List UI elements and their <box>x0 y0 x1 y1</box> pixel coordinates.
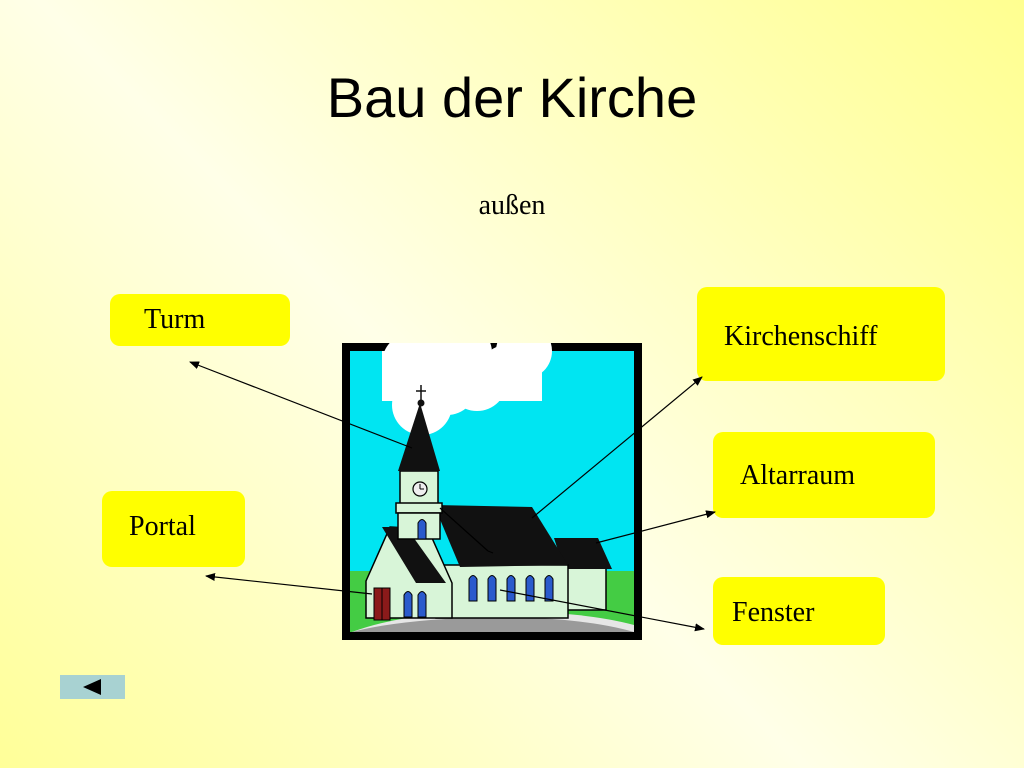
label-turm-text: Turm <box>144 304 206 335</box>
label-altarraum: Altarraum <box>713 432 935 518</box>
triangle-left-icon <box>83 679 101 695</box>
church-clipart-icon <box>342 323 642 640</box>
label-fenster: Fenster <box>713 577 885 645</box>
label-turm: Turm <box>110 294 290 346</box>
label-portal-text: Portal <box>129 511 196 542</box>
label-portal: Portal <box>102 491 245 567</box>
page-subtitle: außen <box>478 190 546 221</box>
label-altarraum-text: Altarraum <box>740 460 856 491</box>
church-illustration <box>342 323 642 640</box>
label-kirchenschiff-text: Kirchenschiff <box>724 321 878 352</box>
back-button[interactable] <box>60 675 125 699</box>
label-fenster-text: Fenster <box>732 597 815 628</box>
page-title: Bau der Kirche <box>326 66 698 129</box>
label-kirchenschiff: Kirchenschiff <box>697 287 945 381</box>
